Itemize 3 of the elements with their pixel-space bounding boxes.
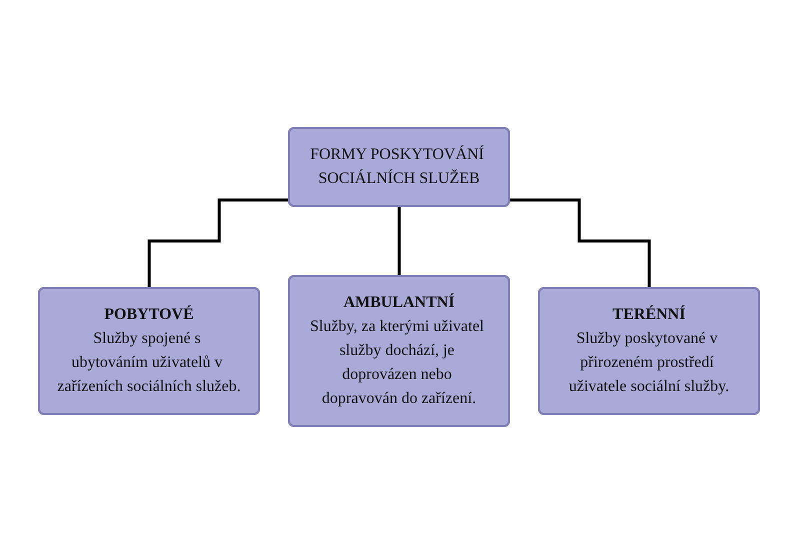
connector [148, 198, 290, 290]
connector [398, 205, 401, 278]
connector [510, 198, 651, 290]
